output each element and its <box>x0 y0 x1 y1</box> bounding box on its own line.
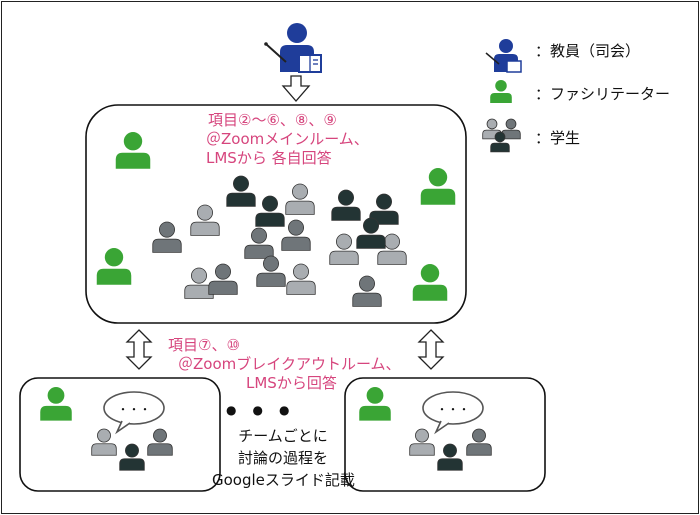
student-icon <box>255 195 285 227</box>
facilitator-icon <box>359 387 391 421</box>
student-icon <box>244 227 274 259</box>
breakout-label-line1: 項目⑦、⑩ <box>168 336 240 354</box>
student-icon <box>190 204 220 236</box>
speech-text-right: ・・・ <box>437 403 470 416</box>
student-icon <box>356 217 386 249</box>
main-room-label-line1: 項目②～⑥、⑧、⑨ <box>208 111 337 129</box>
student-icon <box>377 233 407 265</box>
legend-student-icon <box>490 131 510 153</box>
student-icon <box>184 267 214 299</box>
student-icon <box>152 221 182 253</box>
legend-teacher-label: ：教員（司会） <box>535 42 641 60</box>
student-icon <box>147 428 173 456</box>
legend-student-label: ：学生 <box>535 129 581 147</box>
double-arrow-icon <box>417 329 445 370</box>
student-icon <box>256 255 286 287</box>
student-icon <box>466 428 492 456</box>
main-room-label-line3: LMSから 各自回答 <box>206 149 332 167</box>
legend-facilitator-label: ：ファシリテーター <box>535 85 671 103</box>
group-note-line2: 討論の過程を <box>237 449 328 467</box>
breakout-label-line2: ＠Zoomブレイクアウトルーム、 <box>178 355 401 373</box>
facilitator-icon <box>115 132 151 169</box>
double-arrow-icon <box>125 329 153 370</box>
breakout-label-line3: LMSから回答 <box>246 374 337 392</box>
student-icon <box>285 183 315 215</box>
breakout-room-box-right <box>344 377 546 492</box>
facilitator-icon <box>412 264 448 301</box>
facilitator-icon <box>420 168 456 205</box>
speech-text-left: ・・・ <box>118 403 151 416</box>
speech-bubble-icon: ・・・ <box>103 391 165 435</box>
down-arrow-icon <box>281 75 311 102</box>
facilitator-icon <box>96 248 132 285</box>
speech-bubble-icon: ・・・ <box>422 391 484 435</box>
student-icon <box>286 263 316 295</box>
teacher-icon <box>264 23 322 73</box>
student-icon <box>352 275 382 307</box>
student-icon <box>409 428 435 456</box>
student-icon <box>281 219 311 251</box>
student-icon <box>437 443 463 471</box>
main-room-label-line2: ＠Zoomメインルーム、 <box>206 130 369 148</box>
facilitator-icon <box>40 387 72 421</box>
student-icon <box>331 189 361 221</box>
student-icon <box>329 233 359 265</box>
student-icon <box>91 428 117 456</box>
student-icon <box>208 263 238 295</box>
group-note-line3: Googleスライド記載 <box>212 471 355 489</box>
legend-teacher-icon <box>485 39 522 73</box>
ellipsis-dots: ● ● ● <box>226 403 292 417</box>
group-note-line1: チームごとに <box>238 427 328 445</box>
breakout-room-box-left <box>19 377 221 492</box>
student-icon <box>119 443 145 471</box>
student-icon <box>226 175 256 207</box>
legend-facilitator-icon <box>490 80 512 104</box>
